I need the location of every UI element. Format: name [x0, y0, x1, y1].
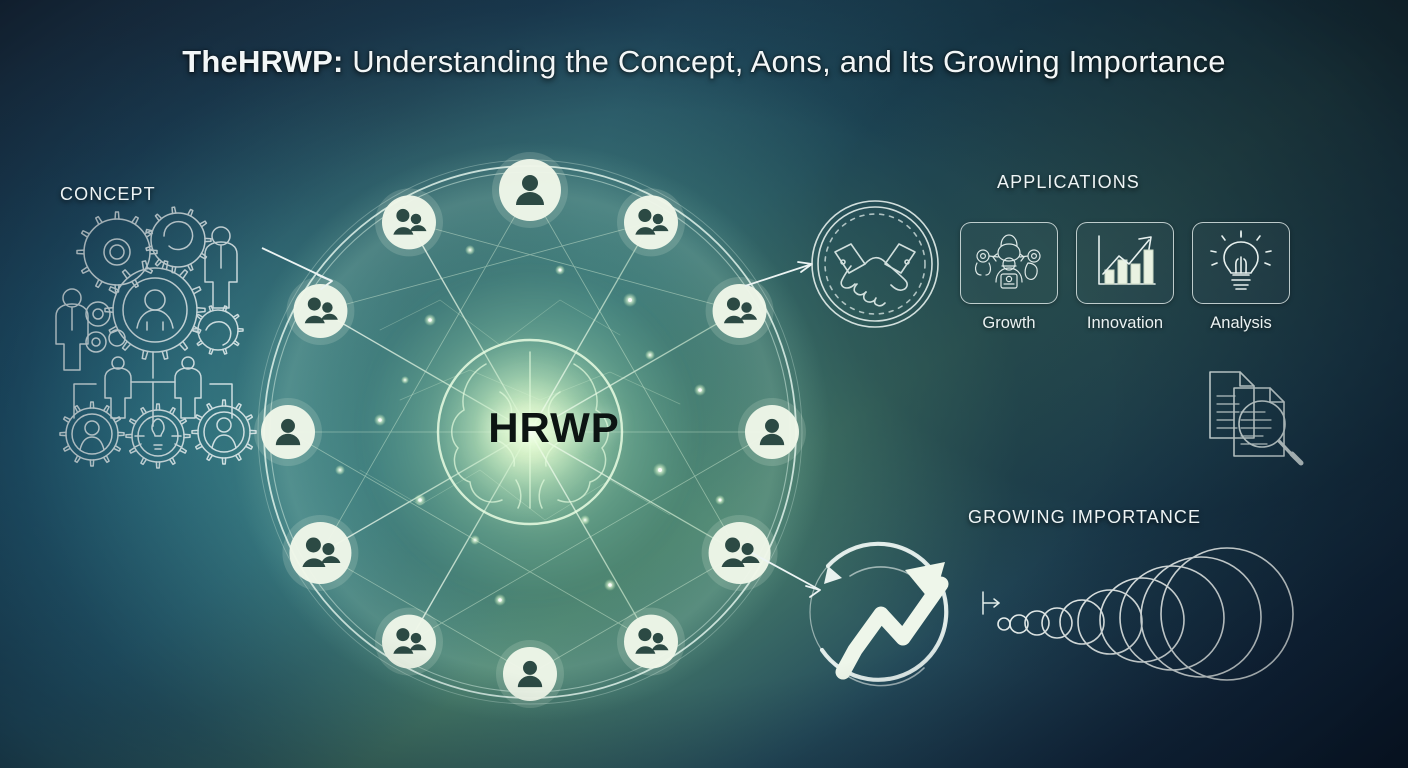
analysis-card-box — [1192, 222, 1290, 304]
hub-title: HRWP — [488, 404, 620, 451]
title-lead: TheHRWP: — [182, 44, 344, 79]
application-card-growth[interactable]: Growth — [960, 222, 1058, 333]
page-title: TheHRWP: Understanding the Concept, Aons… — [0, 44, 1408, 80]
upward-arrow-circle-icon — [809, 541, 949, 687]
importance-scale-arrow — [982, 591, 1000, 615]
expanding-circles-icon — [997, 547, 1294, 681]
lightbulb-icon — [1210, 230, 1272, 290]
document-magnifier-icon — [1209, 371, 1304, 466]
innovation-card-box — [1076, 222, 1174, 304]
growth-card-label: Growth — [982, 314, 1036, 332]
section-label-applications: APPLICATIONS — [997, 172, 1140, 192]
hub-to-applications-arrow — [744, 261, 813, 287]
bar-chart-arrow-icon — [1098, 235, 1156, 285]
application-card-analysis[interactable]: Analysis — [1192, 222, 1290, 333]
hub-to-importance-arrow — [751, 552, 821, 598]
people-network-icon — [975, 234, 1041, 289]
section-label-growing-importance: GROWING IMPORTANCE — [968, 507, 1202, 527]
applications-card-group: Growth — [960, 222, 1290, 333]
innovation-card-label: Innovation — [1086, 314, 1164, 332]
section-label-concept: CONCEPT — [60, 184, 156, 204]
handshake-badge-icon — [811, 200, 939, 328]
application-card-innovation[interactable]: Innovation — [1076, 222, 1174, 333]
analysis-card-label: Analysis — [1210, 314, 1272, 332]
growth-card-box — [960, 222, 1058, 304]
title-rest: Understanding the Concept, Aons, and Its… — [343, 44, 1226, 79]
